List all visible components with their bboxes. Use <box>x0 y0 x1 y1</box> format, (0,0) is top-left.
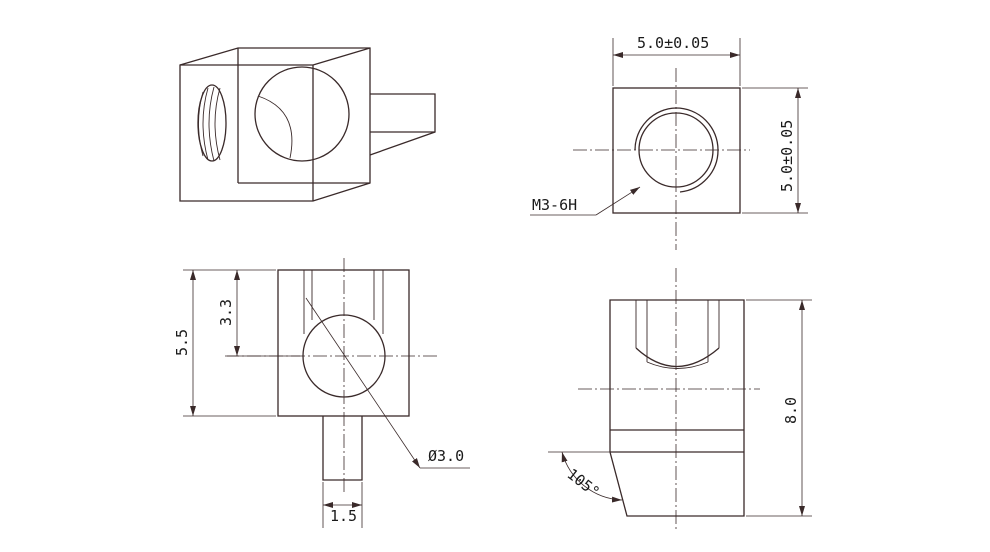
side-view <box>548 268 812 530</box>
dim-right-height: 5.0±0.05 <box>778 120 796 192</box>
dim-hole-height: 3.3 <box>217 299 235 326</box>
dim-hole-diameter: Ø3.0 <box>428 447 464 465</box>
dim-top-width: 5.0±0.05 <box>637 34 709 52</box>
dim-side-height: 8.0 <box>782 397 800 424</box>
end-view <box>530 38 808 250</box>
dim-thread: M3-6H <box>532 196 577 214</box>
dim-angle: 105° <box>564 465 604 501</box>
front-view <box>183 258 470 528</box>
dim-tab-width: 1.5 <box>330 507 357 525</box>
dim-total-height: 5.5 <box>173 329 191 356</box>
isometric-view <box>179 47 436 202</box>
